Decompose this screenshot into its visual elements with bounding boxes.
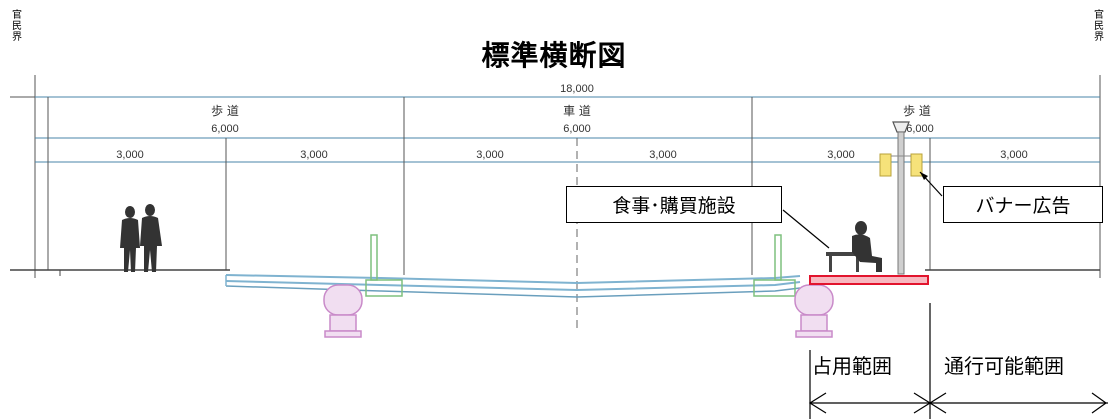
right-gutter-foundation bbox=[794, 284, 834, 338]
bench-icon bbox=[826, 252, 862, 272]
street-lamp-icon bbox=[879, 121, 923, 275]
pavement-top bbox=[225, 274, 801, 285]
boundary-label-right: 官民界 bbox=[1094, 10, 1104, 43]
pedestrians-icon bbox=[120, 204, 162, 272]
sub-dim-4: 3,000 bbox=[649, 149, 677, 161]
banner-flag-left bbox=[879, 153, 892, 177]
left-gutter-foundation bbox=[323, 284, 363, 338]
banner-ad-callout: バナー広告 bbox=[943, 186, 1103, 223]
sub-dim-1: 3,000 bbox=[116, 149, 144, 161]
dim-total: 18,000 bbox=[560, 83, 594, 95]
section-width-center: 6,000 bbox=[563, 123, 591, 135]
section-label-left: 歩 道 bbox=[211, 103, 239, 118]
occupancy-range-label: 占用範囲 bbox=[812, 354, 892, 378]
food-facility-callout: 食事･購買施設 bbox=[566, 186, 782, 223]
section-width-left: 6,000 bbox=[211, 123, 239, 135]
banner-flag-right bbox=[910, 153, 923, 177]
passable-range-label: 通行可能範囲 bbox=[944, 354, 1064, 378]
sub-dim-2: 3,000 bbox=[300, 149, 328, 161]
occupancy-band bbox=[809, 275, 929, 285]
left-curb-post bbox=[370, 234, 378, 281]
section-label-center: 車 道 bbox=[563, 104, 591, 118]
page-title: 標準横断図 bbox=[481, 39, 627, 72]
sub-dim-3: 3,000 bbox=[476, 149, 504, 161]
section-label-right: 歩 道 bbox=[903, 103, 931, 118]
sub-dim-6: 3,000 bbox=[1000, 149, 1028, 161]
right-curb-post bbox=[774, 234, 782, 281]
sub-dim-5: 3,000 bbox=[827, 149, 855, 161]
seated-person-icon bbox=[852, 221, 882, 272]
section-width-right: 6,000 bbox=[906, 123, 934, 135]
food-callout-leader bbox=[782, 209, 830, 249]
boundary-label-left: 官民界 bbox=[12, 10, 22, 43]
